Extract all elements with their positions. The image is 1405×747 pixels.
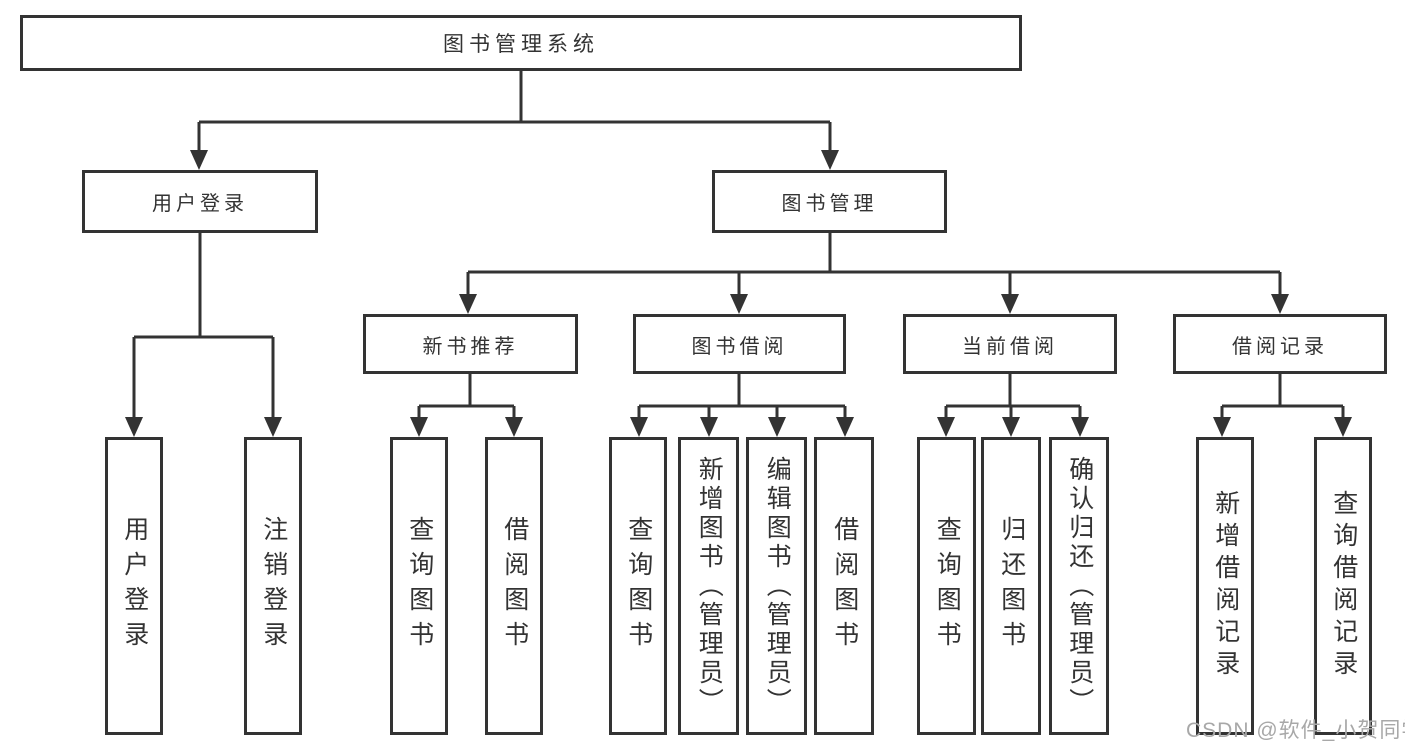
leaf-query-books-recommend-label: 查询图书 <box>405 516 434 656</box>
leaf-borrow-books-recommend: 借阅图书 <box>485 437 543 735</box>
leaf-user-login-label: 用户登录 <box>120 516 149 656</box>
leaf-add-borrow-record-label: 新增借阅记录 <box>1211 490 1240 682</box>
node-root: 图书管理系统 <box>20 15 1022 71</box>
node-borrowing-records-label: 借阅记录 <box>1232 335 1328 358</box>
leaf-edit-book-admin: 编辑图书（管理员） <box>746 437 807 735</box>
leaf-logout: 注销登录 <box>244 437 302 735</box>
leaf-query-books-current-label: 查询图书 <box>933 516 962 656</box>
node-root-label: 图书管理系统 <box>443 33 599 56</box>
node-user-login-label: 用户登录 <box>152 193 248 215</box>
node-book-borrowing: 图书借阅 <box>633 314 846 374</box>
leaf-return-books: 归还图书 <box>981 437 1041 735</box>
leaf-query-books-recommend: 查询图书 <box>390 437 448 735</box>
node-book-management-label: 图书管理 <box>781 193 878 215</box>
node-user-login: 用户登录 <box>82 170 318 233</box>
leaf-query-books-current: 查询图书 <box>917 437 976 735</box>
leaf-return-books-label: 归还图书 <box>997 516 1026 656</box>
leaf-query-borrow-record: 查询借阅记录 <box>1314 437 1372 735</box>
node-book-management: 图书管理 <box>712 170 947 233</box>
leaf-confirm-return-admin: 确认归还（管理员） <box>1049 437 1109 735</box>
leaf-borrow-books: 借阅图书 <box>814 437 874 735</box>
node-new-book-recommend: 新书推荐 <box>363 314 578 374</box>
arrowheads <box>125 150 1352 437</box>
leaf-confirm-return-admin-label: 确认归还（管理员） <box>1065 455 1094 717</box>
csdn-watermark: CSDN @软件_小贺同学 <box>1186 719 1405 742</box>
leaf-query-books-borrow: 查询图书 <box>609 437 667 735</box>
leaf-borrow-books-label: 借阅图书 <box>830 516 859 656</box>
leaf-logout-label: 注销登录 <box>259 516 288 656</box>
node-current-borrowing-label: 当前借阅 <box>962 335 1058 358</box>
node-book-borrowing-label: 图书借阅 <box>691 335 788 358</box>
leaf-user-login: 用户登录 <box>105 437 163 735</box>
leaf-add-borrow-record: 新增借阅记录 <box>1196 437 1254 735</box>
node-current-borrowing: 当前借阅 <box>903 314 1117 374</box>
leaf-query-books-borrow-label: 查询图书 <box>624 516 653 656</box>
node-borrowing-records: 借阅记录 <box>1173 314 1387 374</box>
leaf-add-book-admin: 新增图书（管理员） <box>678 437 739 735</box>
leaf-edit-book-admin-label: 编辑图书（管理员） <box>763 455 792 717</box>
leaf-borrow-books-recommend-label: 借阅图书 <box>500 516 529 656</box>
node-new-book-recommend-label: 新书推荐 <box>422 335 519 358</box>
leaf-query-borrow-record-label: 查询借阅记录 <box>1329 490 1358 682</box>
leaf-add-book-admin-label: 新增图书（管理员） <box>695 455 724 717</box>
